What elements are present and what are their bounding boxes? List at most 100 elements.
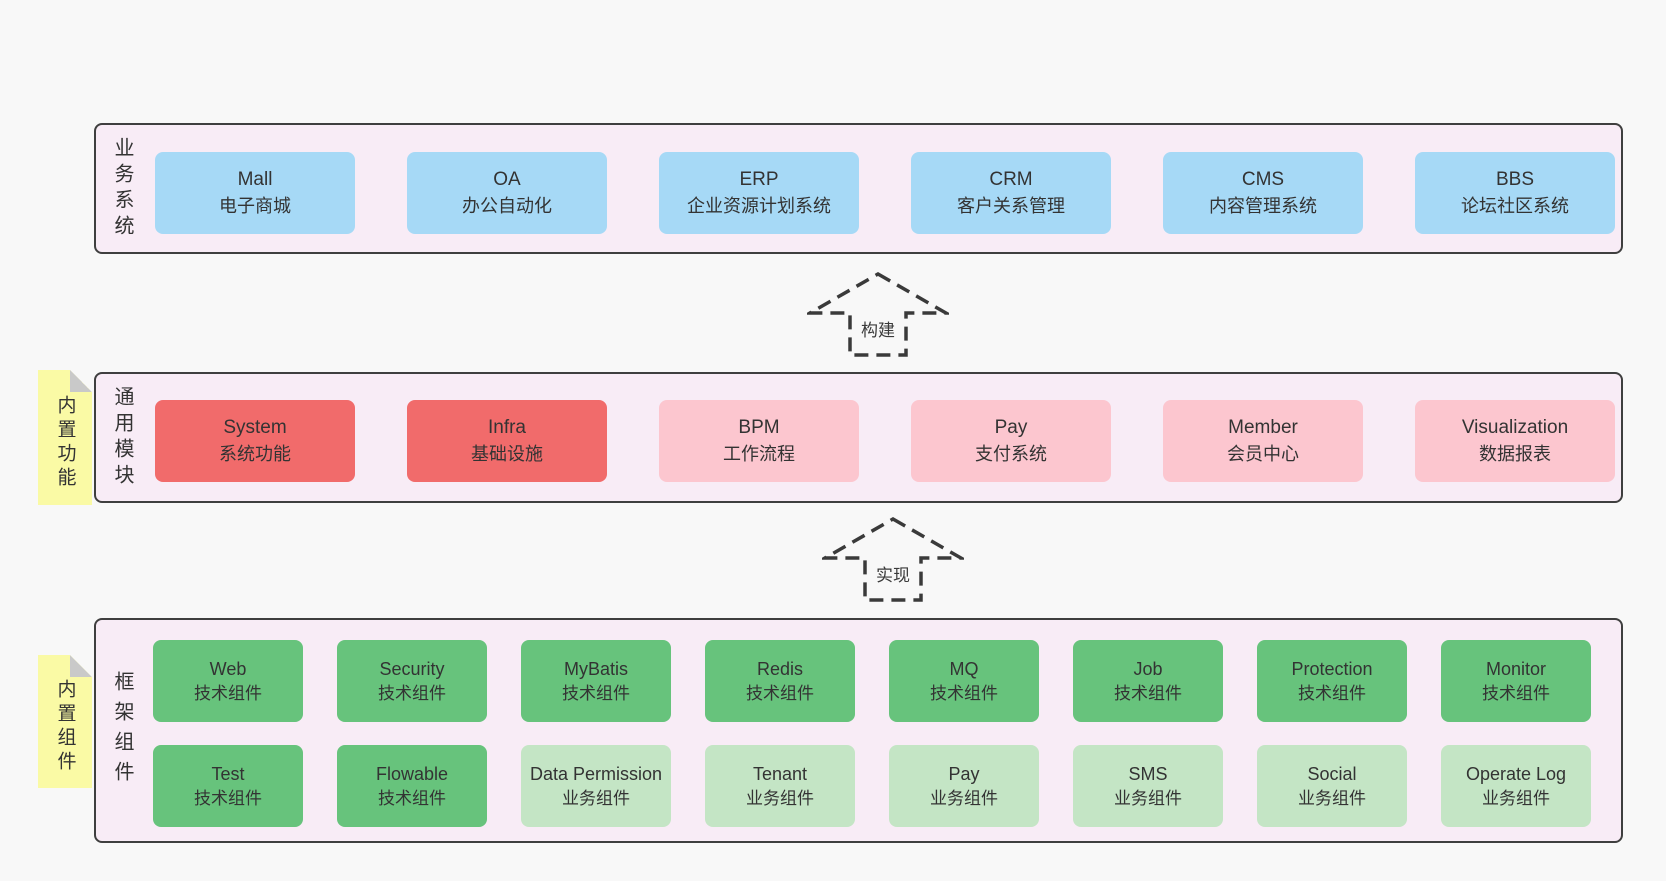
box-title: Monitor — [1485, 658, 1547, 679]
box-bbs: BBS 论坛社区系统 — [1415, 152, 1615, 234]
box-subtitle: 企业资源计划系统 — [687, 195, 831, 216]
box-title: BBS — [1495, 169, 1535, 191]
box-monitor: Monitor 技术组件 — [1441, 640, 1591, 722]
box-crm: CRM 客户关系管理 — [911, 152, 1111, 234]
box-subtitle: 论坛社区系统 — [1461, 195, 1569, 216]
box-title: Mall — [237, 169, 273, 191]
box-title: CMS — [1241, 169, 1285, 191]
box-title: System — [223, 417, 287, 439]
box-title: Infra — [487, 417, 527, 439]
box-title: MyBatis — [563, 658, 628, 679]
framework-box-row-1: Web 技术组件 Security 技术组件 MyBatis 技术组件 Redi… — [153, 640, 1591, 722]
box-subtitle: 业务组件 — [1114, 788, 1182, 808]
box-mybatis: MyBatis 技术组件 — [521, 640, 671, 722]
box-title: Protection — [1291, 658, 1373, 679]
box-title: Operate Log — [1465, 763, 1567, 784]
box-title: Social — [1307, 763, 1357, 784]
box-flowable: Flowable 技术组件 — [337, 745, 487, 827]
box-pay-biz: Pay 业务组件 — [889, 745, 1039, 827]
box-subtitle: 内容管理系统 — [1209, 195, 1317, 216]
sticky-note-builtin-features: 内置功能 — [38, 370, 92, 505]
box-pay: Pay 支付系统 — [911, 400, 1111, 482]
box-title: Web — [209, 658, 247, 679]
box-subtitle: 技术组件 — [378, 683, 446, 703]
box-sms: SMS 业务组件 — [1073, 745, 1223, 827]
box-subtitle: 技术组件 — [194, 683, 262, 703]
band-label-framework-components: 框架组件 — [111, 670, 133, 791]
box-mq: MQ 技术组件 — [889, 640, 1039, 722]
up-block-arrow-icon — [807, 271, 949, 357]
sticky-note-builtin-components: 内置组件 — [38, 655, 92, 788]
box-title: ERP — [739, 169, 779, 191]
box-title: Pay — [948, 763, 980, 784]
band-common-modules: 通用模块 System 系统功能 Infra 基础设施 BPM 工作流程 Pay… — [94, 372, 1623, 503]
band-framework-components: 框架组件 Web 技术组件 Security 技术组件 MyBatis 技术组件… — [94, 618, 1623, 843]
box-title: Visualization — [1461, 417, 1569, 439]
box-subtitle: 支付系统 — [975, 443, 1047, 464]
box-subtitle: 技术组件 — [1298, 683, 1366, 703]
box-member: Member 会员中心 — [1163, 400, 1363, 482]
box-title: Flowable — [375, 763, 449, 784]
box-web: Web 技术组件 — [153, 640, 303, 722]
box-subtitle: 技术组件 — [746, 683, 814, 703]
box-subtitle: 客户关系管理 — [957, 195, 1065, 216]
box-title: Security — [379, 658, 445, 679]
box-cms: CMS 内容管理系统 — [1163, 152, 1363, 234]
box-social: Social 业务组件 — [1257, 745, 1407, 827]
box-system: System 系统功能 — [155, 400, 355, 482]
sticky-label: 内置组件 — [54, 678, 76, 775]
box-title: Test — [211, 763, 245, 784]
box-subtitle: 基础设施 — [471, 443, 543, 464]
band-label-common-modules: 通用模块 — [111, 385, 133, 490]
box-subtitle: 工作流程 — [723, 443, 795, 464]
box-visualization: Visualization 数据报表 — [1415, 400, 1615, 482]
box-subtitle: 电子商城 — [219, 195, 291, 216]
sticky-label: 内置功能 — [54, 394, 76, 491]
box-title: Job — [1133, 658, 1163, 679]
box-subtitle: 技术组件 — [562, 683, 630, 703]
box-data-permission: Data Permission 业务组件 — [521, 745, 671, 827]
business-box-row: Mall 电子商城 OA 办公自动化 ERP 企业资源计划系统 CRM 客户关系… — [155, 152, 1615, 234]
box-subtitle: 技术组件 — [194, 788, 262, 808]
box-infra: Infra 基础设施 — [407, 400, 607, 482]
box-subtitle: 业务组件 — [562, 788, 630, 808]
box-title: Pay — [994, 417, 1028, 439]
arrow-implement-label: 实现 — [873, 560, 913, 587]
box-protection: Protection 技术组件 — [1257, 640, 1407, 722]
box-security: Security 技术组件 — [337, 640, 487, 722]
module-box-row: System 系统功能 Infra 基础设施 BPM 工作流程 Pay 支付系统… — [155, 400, 1615, 482]
box-subtitle: 会员中心 — [1227, 443, 1299, 464]
box-subtitle: 系统功能 — [219, 443, 291, 464]
box-subtitle: 办公自动化 — [462, 195, 552, 216]
box-redis: Redis 技术组件 — [705, 640, 855, 722]
box-subtitle: 技术组件 — [930, 683, 998, 703]
box-title: BPM — [738, 417, 780, 439]
box-title: Redis — [756, 658, 804, 679]
box-subtitle: 技术组件 — [1482, 683, 1550, 703]
box-subtitle: 技术组件 — [378, 788, 446, 808]
box-subtitle: 业务组件 — [1298, 788, 1366, 808]
box-erp: ERP 企业资源计划系统 — [659, 152, 859, 234]
box-job: Job 技术组件 — [1073, 640, 1223, 722]
box-tenant: Tenant 业务组件 — [705, 745, 855, 827]
box-mall: Mall 电子商城 — [155, 152, 355, 234]
box-title: Data Permission — [529, 763, 663, 784]
box-subtitle: 业务组件 — [1482, 788, 1550, 808]
box-title: Tenant — [752, 763, 808, 784]
box-subtitle: 业务组件 — [746, 788, 814, 808]
box-title: SMS — [1128, 763, 1168, 784]
box-subtitle: 技术组件 — [1114, 683, 1182, 703]
band-business-systems: 业务系统 Mall 电子商城 OA 办公自动化 ERP 企业资源计划系统 CRM… — [94, 123, 1623, 254]
arrow-build: 构建 — [807, 271, 949, 359]
framework-box-row-2: Test 技术组件 Flowable 技术组件 Data Permission … — [153, 745, 1591, 827]
box-title: Member — [1228, 417, 1298, 439]
arrow-build-label: 构建 — [858, 315, 898, 342]
box-test: Test 技术组件 — [153, 745, 303, 827]
band-label-business-systems: 业务系统 — [111, 136, 133, 241]
box-bpm: BPM 工作流程 — [659, 400, 859, 482]
arrow-implement: 实现 — [822, 516, 964, 604]
up-block-arrow-icon — [822, 516, 964, 602]
box-title: CRM — [989, 169, 1033, 191]
box-subtitle: 数据报表 — [1479, 443, 1551, 464]
